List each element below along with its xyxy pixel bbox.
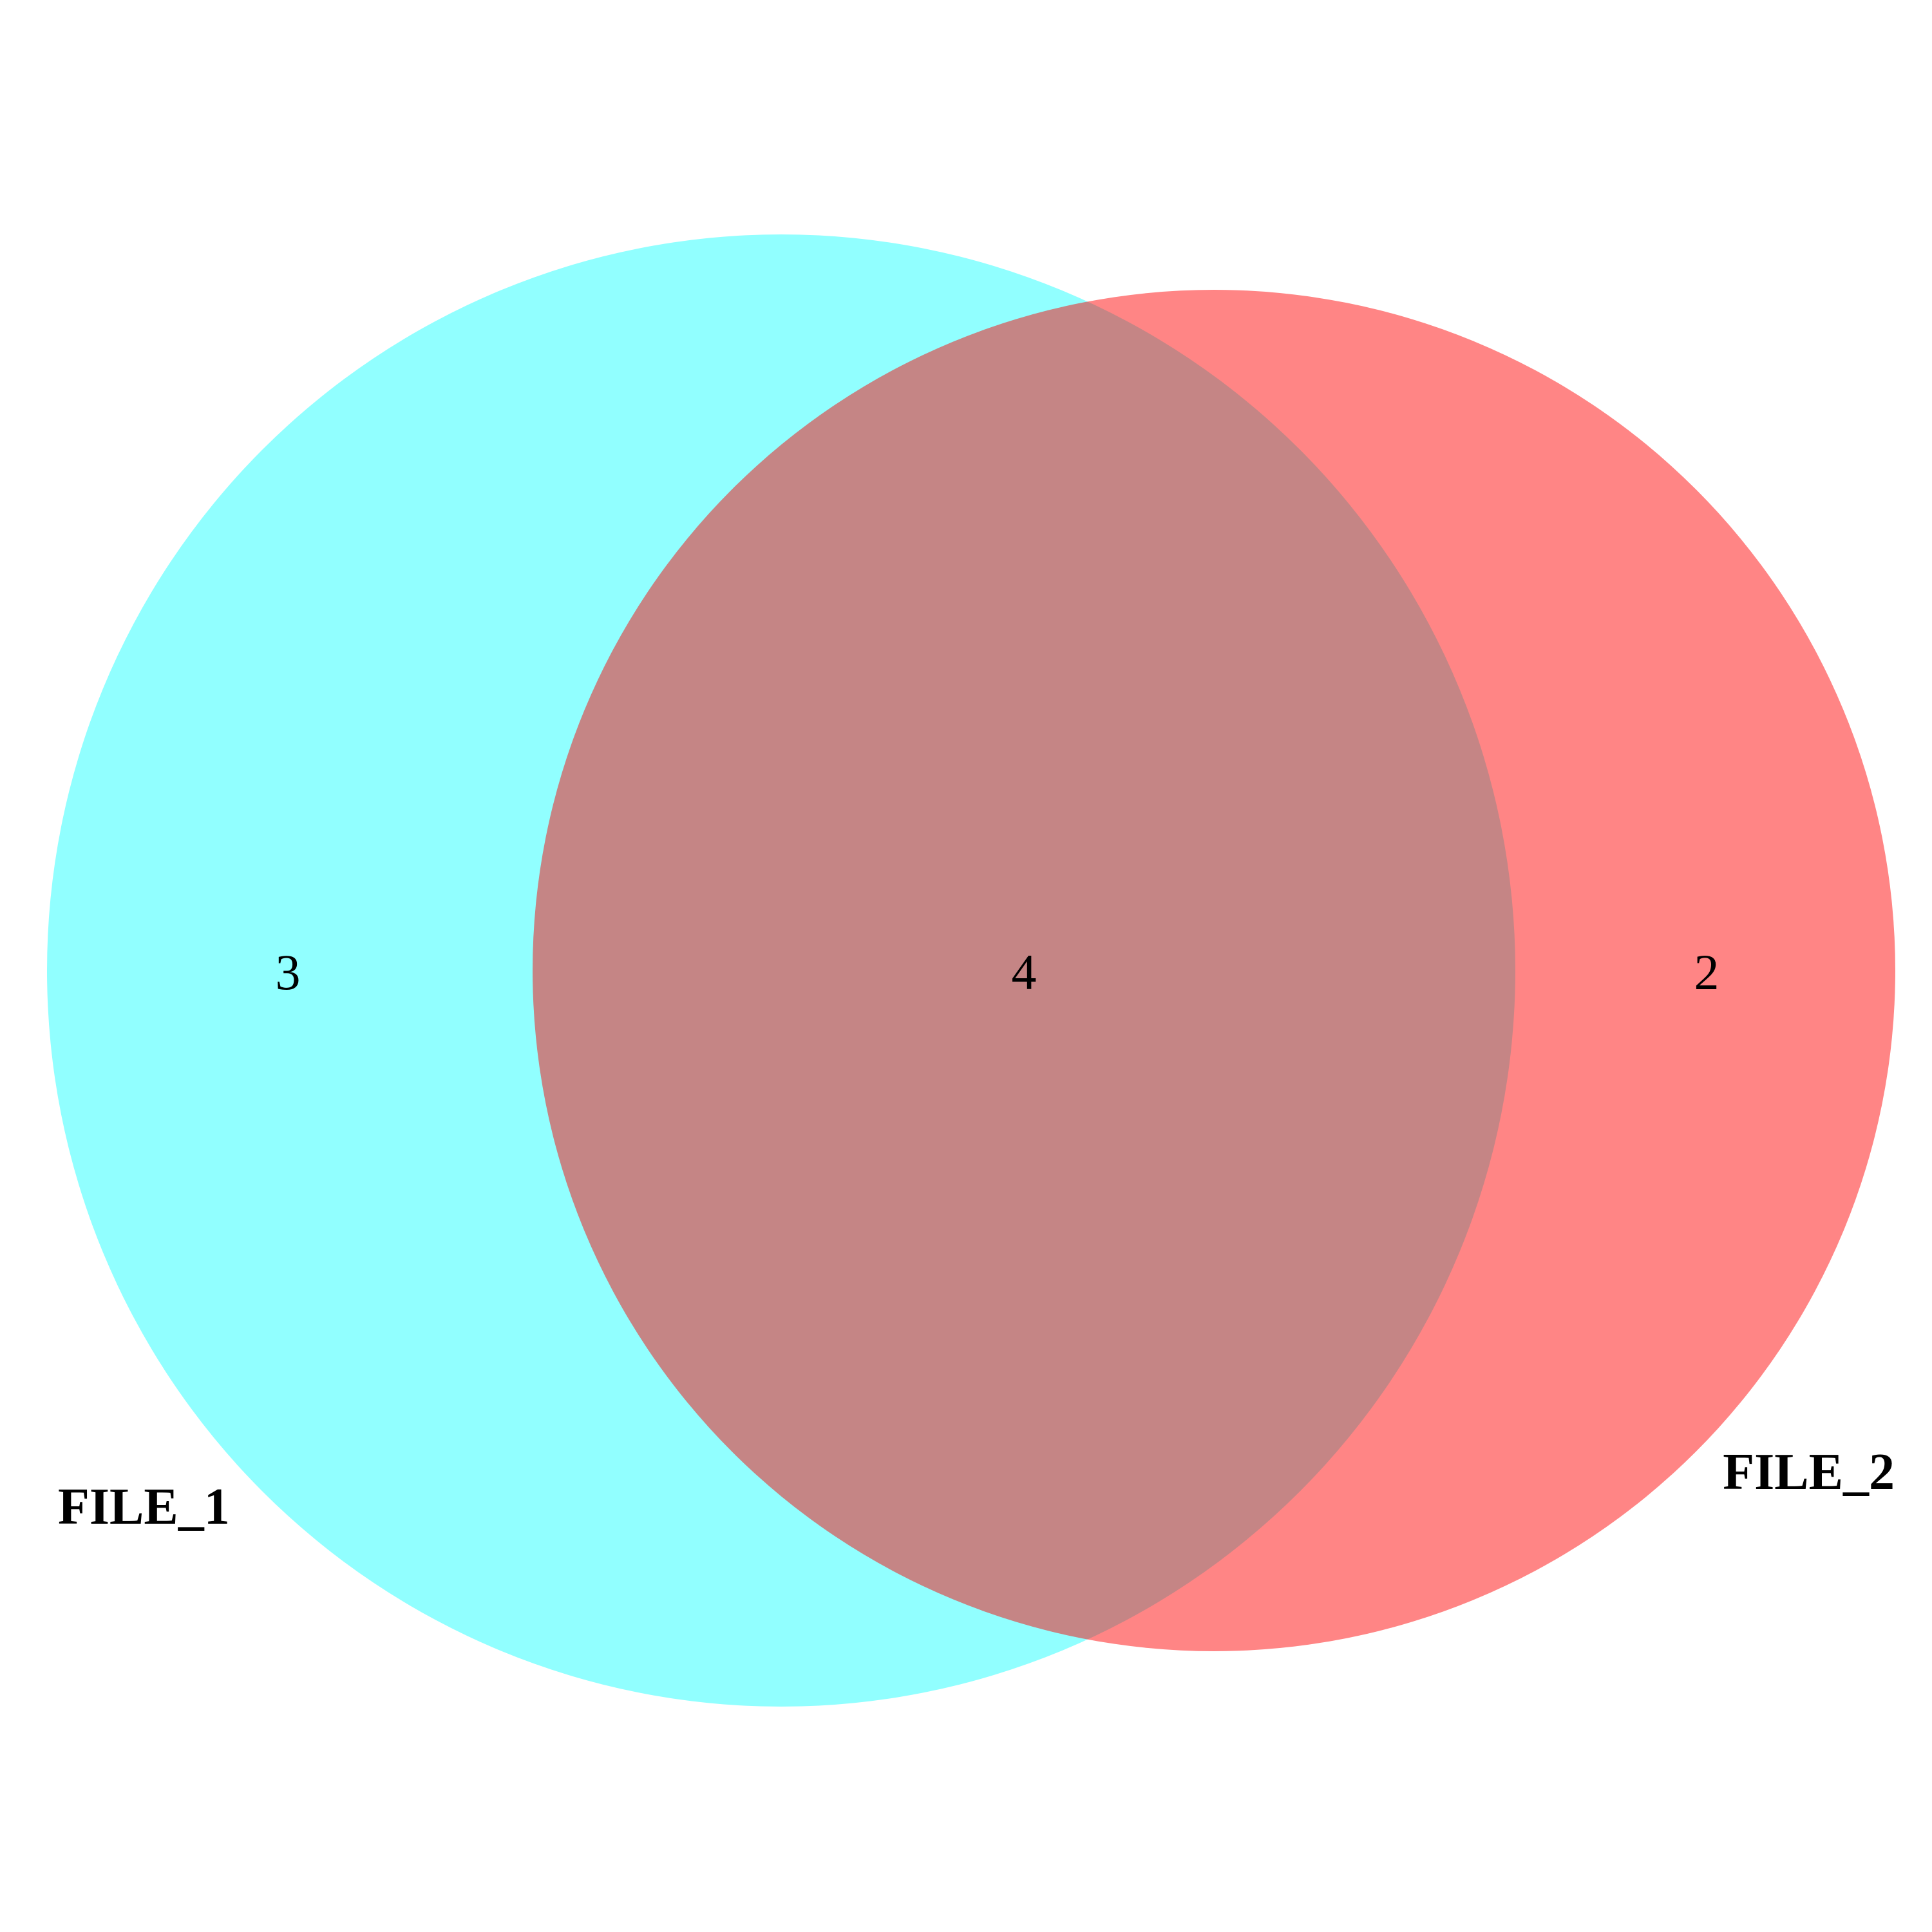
count-only-file-1: 3 (276, 944, 301, 1000)
set-circle-file-1 (47, 234, 1515, 1707)
count-intersection: 4 (1012, 944, 1037, 1000)
set-label-file-2: FILE_2 (1723, 1444, 1895, 1501)
venn-circles (47, 234, 1895, 1707)
set-label-file-1: FILE_1 (58, 1479, 230, 1535)
region-counts: 3 4 2 (276, 944, 1719, 1000)
set-labels: FILE_1 FILE_2 (58, 1444, 1895, 1535)
count-only-file-2: 2 (1694, 944, 1719, 1000)
set-circle-file-2 (533, 290, 1895, 1651)
